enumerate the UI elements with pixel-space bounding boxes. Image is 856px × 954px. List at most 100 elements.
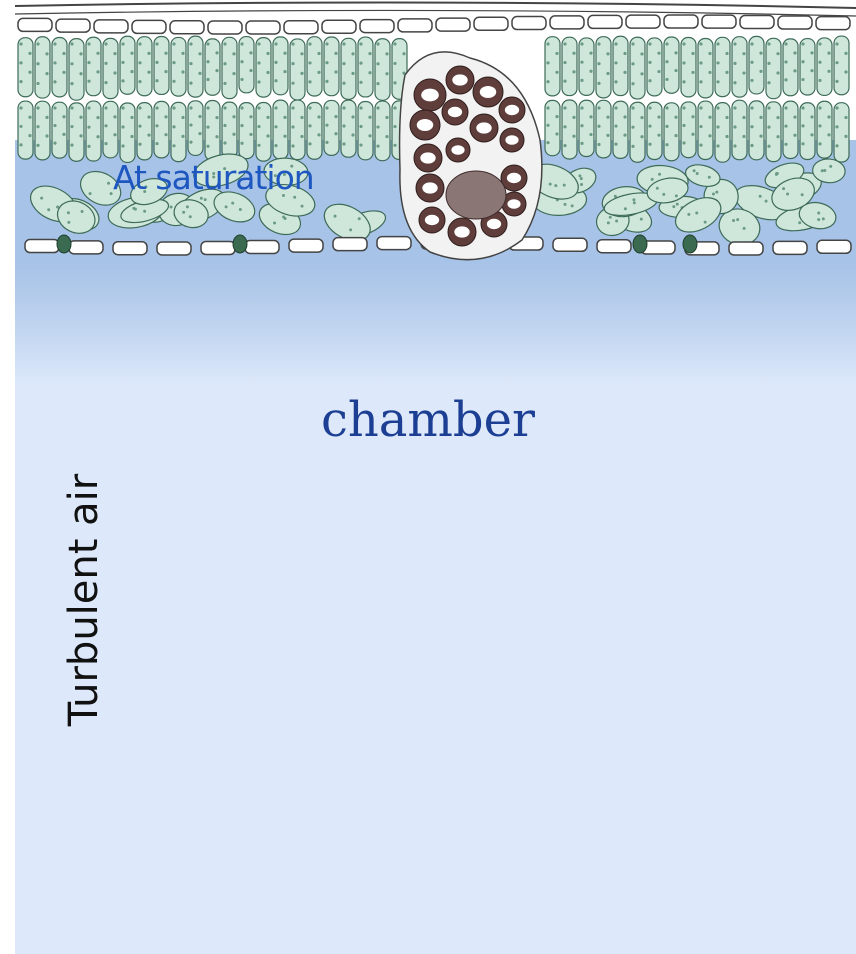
cell-lumen [451, 145, 464, 155]
chloroplast [716, 61, 719, 64]
chloroplast [87, 80, 90, 83]
palisade-cell [35, 101, 50, 160]
chamber-label: chamber [0, 392, 856, 448]
chloroplast [844, 70, 847, 73]
chloroplast [376, 82, 379, 85]
chloroplast [580, 177, 583, 180]
chloroplast [62, 133, 65, 136]
chloroplast [801, 42, 804, 45]
chloroplast [784, 42, 787, 45]
chloroplast [240, 106, 243, 109]
chloroplast [555, 71, 558, 74]
chloroplast [62, 115, 65, 118]
chloroplast [96, 135, 99, 138]
chloroplast [232, 115, 235, 118]
chloroplast [817, 218, 820, 221]
palisade-cell [69, 39, 84, 101]
chloroplast [206, 60, 209, 63]
chloroplast [767, 106, 770, 109]
chloroplast [818, 42, 821, 45]
chloroplast [546, 106, 549, 109]
saturation-label: At saturation [113, 158, 314, 197]
chloroplast [138, 42, 141, 45]
chloroplast [554, 184, 557, 187]
chloroplast [181, 135, 184, 138]
chloroplast [257, 144, 260, 147]
palisade-cell [239, 103, 254, 159]
cell-lumen [487, 219, 501, 229]
palisade-cell [681, 102, 696, 158]
chloroplast [284, 217, 287, 220]
chloroplast [615, 219, 618, 222]
chloroplast [198, 115, 201, 118]
chloroplast [181, 70, 184, 73]
chloroplast [393, 125, 396, 128]
chloroplast [607, 221, 610, 224]
palisade-cell [205, 39, 220, 95]
chloroplast [657, 52, 660, 55]
chloroplast [301, 205, 304, 208]
chloroplast [829, 165, 832, 168]
palisade-cell [698, 39, 713, 98]
chloroplast [266, 116, 269, 119]
chloroplast [104, 142, 107, 145]
palisade-cell [324, 37, 339, 96]
chloroplast [546, 80, 549, 83]
epidermis-cell [597, 240, 631, 253]
chloroplast [614, 143, 617, 146]
chloroplast [104, 124, 107, 127]
chloroplast [70, 125, 73, 128]
chloroplast [725, 116, 728, 119]
cell-lumen [425, 215, 439, 225]
chloroplast [325, 61, 328, 64]
chloroplast [45, 116, 48, 119]
chloroplast [240, 78, 243, 81]
epidermis-cell [25, 240, 59, 253]
chloroplast [223, 124, 226, 127]
chloroplast [87, 42, 90, 45]
chloroplast [658, 173, 661, 176]
chloroplast [657, 70, 660, 73]
chloroplast [36, 106, 39, 109]
chloroplast [53, 61, 56, 64]
chloroplast [257, 80, 260, 83]
chloroplast [835, 125, 838, 128]
chloroplast [699, 80, 702, 83]
chloroplast [572, 116, 575, 119]
chloroplast [733, 62, 736, 65]
chloroplast [147, 115, 150, 118]
epidermis-cell [398, 19, 432, 32]
chloroplast [53, 42, 56, 45]
chloroplast [257, 61, 260, 64]
palisade-cell [52, 38, 67, 97]
chloroplast [40, 197, 43, 200]
chloroplast [376, 62, 379, 65]
epidermis-cell [474, 17, 508, 30]
chloroplast [656, 187, 659, 190]
chloroplast [725, 71, 728, 74]
chloroplast [715, 191, 718, 194]
chloroplast [291, 62, 294, 65]
cell-lumen [421, 89, 439, 102]
chloroplast [300, 52, 303, 55]
palisade-cell [749, 101, 764, 160]
chloroplast [19, 125, 22, 128]
chloroplast [147, 71, 150, 74]
chloroplast [606, 52, 609, 55]
palisade-cell [613, 101, 628, 158]
chloroplast [132, 207, 135, 210]
chloroplast [580, 124, 583, 127]
chloroplast [308, 42, 311, 45]
chloroplast [742, 71, 745, 74]
chloroplast [274, 42, 277, 45]
chloroplast [223, 141, 226, 144]
palisade-cell [545, 37, 560, 96]
chloroplast [580, 61, 583, 64]
chloroplast [580, 79, 583, 82]
chloroplast [793, 69, 796, 72]
chloroplast [359, 81, 362, 84]
chloroplast [776, 116, 779, 119]
chloroplast [818, 124, 821, 127]
chloroplast [385, 116, 388, 119]
chloroplast [62, 52, 65, 55]
